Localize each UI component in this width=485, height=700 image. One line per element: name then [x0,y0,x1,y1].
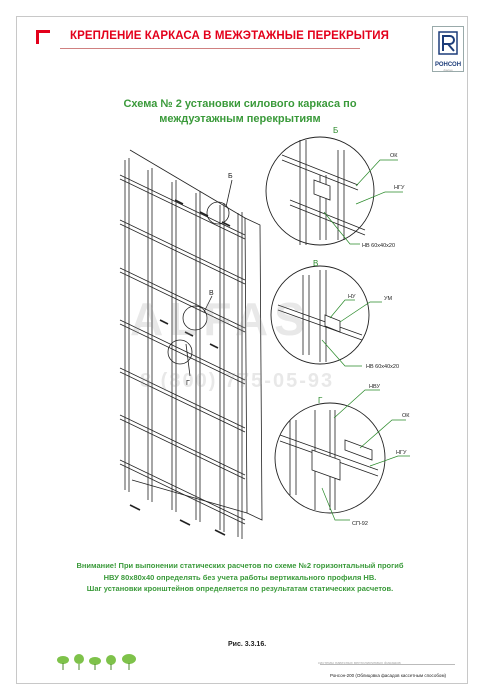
title-underline [60,48,360,49]
watermark-brand: ALFAS [130,293,311,345]
scheme-title: Схема № 2 установки силового каркаса по … [95,97,385,127]
footer-rule [320,664,455,665]
figure-caption: Рис. 3.3.16. [228,641,267,648]
logo-subtext: фасад [443,68,453,72]
watermark-phone: 8 (800) 775-05-93 [140,370,335,392]
title-corner-mark [36,30,50,44]
warning-line2: НВУ 80х80х40 определять без учета работы… [103,572,377,582]
scheme-title-line2: междуэтажным перекрытиям [159,113,321,125]
scheme-title-line1: Схема № 2 установки силового каркаса по [123,98,357,110]
logo-text: РОНСОН [434,62,462,68]
company-logo: РОНСОН фасад [432,26,464,72]
plants-decoration-icon [57,654,136,670]
footer-line2: Ронсон-200 (Облицовка фасадов кассетным … [330,673,447,678]
warning-line3: Шаг установки кронштейнов определяется п… [86,584,394,593]
warning-note: Внимание! При выпонении статических расч… [30,560,450,595]
logo-r-icon [438,31,458,55]
footer-line1: системы навесных вентилируемых фасадов [318,660,401,665]
warning-line1: Внимание! При выпонении статических расч… [76,561,404,570]
page-title: КРЕПЛЕНИЕ КАРКАСА В МЕЖЭТАЖНЫЕ ПЕРЕКРЫТИ… [70,30,389,42]
